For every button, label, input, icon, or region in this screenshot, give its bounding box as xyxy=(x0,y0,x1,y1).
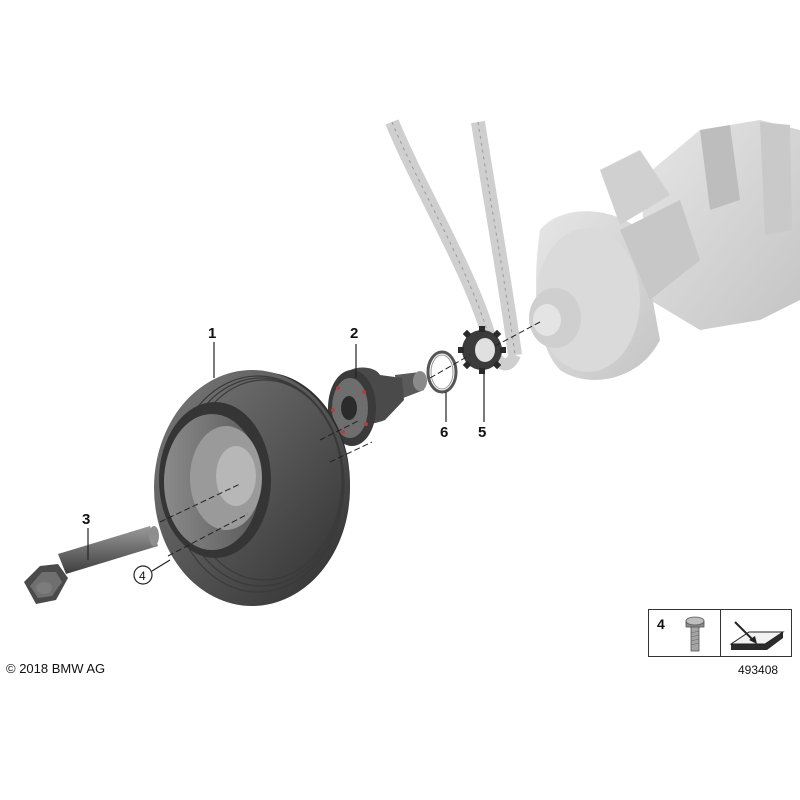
callout-1: 1 xyxy=(208,325,216,342)
bolt-icon xyxy=(685,616,705,652)
crank-sprocket xyxy=(458,326,506,374)
diagram-number: 493408 xyxy=(738,663,779,677)
assembly-axis-lines xyxy=(159,321,541,557)
leader-lines xyxy=(87,342,485,572)
part-legend: 4 xyxy=(648,609,792,657)
callout-4-circle xyxy=(133,565,153,585)
timing-chain xyxy=(385,119,522,371)
legend-divider xyxy=(720,610,721,656)
o-ring xyxy=(426,350,458,394)
crankshaft xyxy=(529,120,800,380)
callout-6: 6 xyxy=(440,424,448,441)
torque-direction-icon xyxy=(729,621,785,650)
callout-4: 4 xyxy=(139,569,146,583)
callout-3: 3 xyxy=(82,511,90,528)
callout-5: 5 xyxy=(478,424,486,441)
central-bolt xyxy=(24,526,159,604)
callout-2: 2 xyxy=(350,325,358,342)
vibration-damper xyxy=(154,370,350,606)
copyright-notice: © 2018 BMW AG xyxy=(6,661,106,676)
legend-part-number: 4 xyxy=(657,616,665,632)
hub xyxy=(328,367,427,446)
